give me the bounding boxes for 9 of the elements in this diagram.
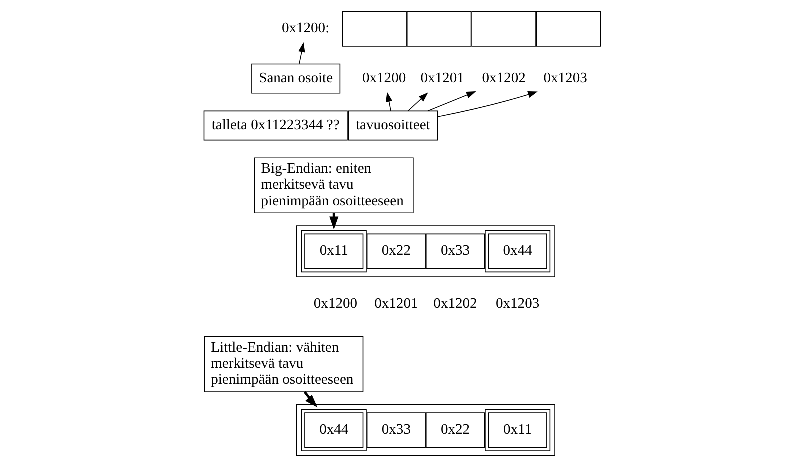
label: 0x1203 [496,296,540,312]
node-text: 0x1202 [482,70,526,86]
label: 0x1201 [374,296,418,312]
node-text: 0x1200: [282,20,330,37]
node-text: 0x1203 [544,70,588,86]
label: 0x1202 [434,296,478,312]
node-text: 0x1201 [420,70,464,86]
label: 0x1200 [314,296,358,312]
node-text: 0x1200 [362,70,406,86]
